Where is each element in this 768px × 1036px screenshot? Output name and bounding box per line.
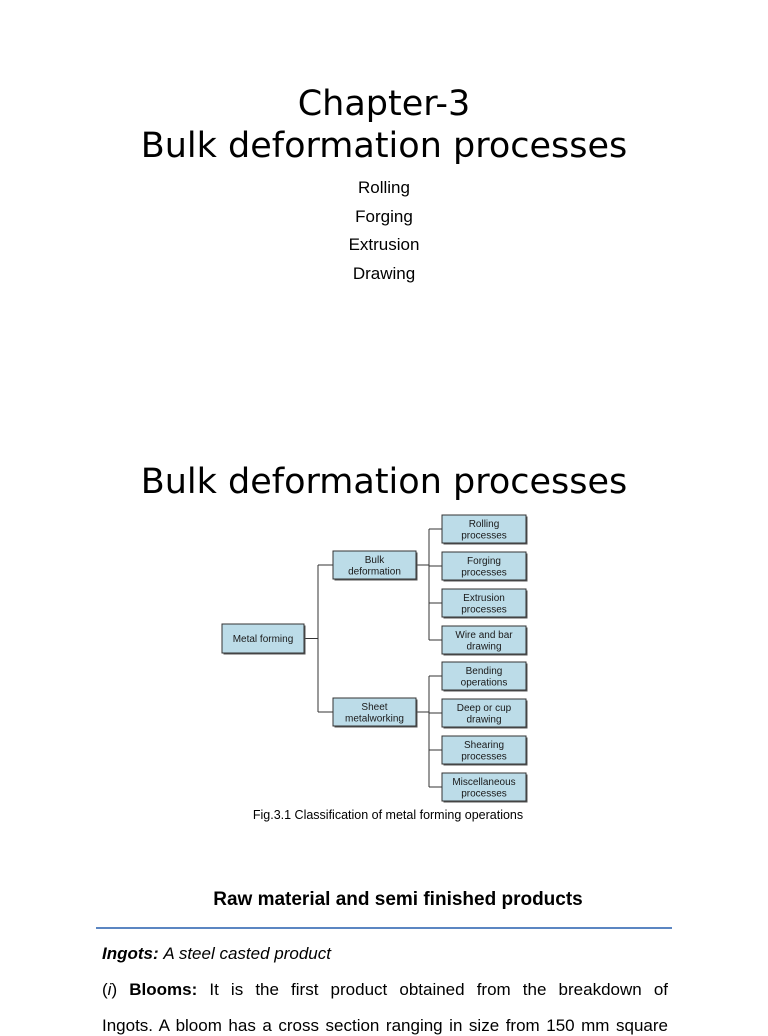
- blooms-paragraph-line-2: Ingots. A bloom has a cross section rang…: [102, 1016, 668, 1036]
- chapter-label: Chapter-3: [297, 84, 471, 124]
- node-shearing-processes-text: processes: [461, 751, 507, 762]
- topic-item-forging: Forging: [355, 206, 413, 226]
- ingots-paragraph: Ingots: A steel casted product: [102, 944, 668, 964]
- raw-material-heading: Raw material and semi finished products: [213, 889, 583, 910]
- chapter-title: Bulk deformation processes: [140, 126, 628, 166]
- node-forging-processes-text: processes: [461, 567, 507, 578]
- node-miscellaneous-processes-text: processes: [461, 788, 507, 799]
- blooms-text: It is the first product obtained from th…: [209, 980, 669, 999]
- ingots-label: Ingots:: [102, 944, 159, 963]
- node-rolling-processes-text: processes: [461, 530, 507, 541]
- node-extrusion-processes-text: processes: [461, 604, 507, 615]
- node-shearing-processes-text: Shearing: [464, 740, 504, 751]
- node-wire-and-bar-drawing-text: drawing: [466, 641, 501, 652]
- topic-list: Rolling Forging Extrusion Drawing: [0, 174, 768, 288]
- node-sheet-metalworking-text: metalworking: [345, 713, 404, 724]
- blooms-index: i: [107, 980, 112, 999]
- ingots-text: A steel casted product: [163, 944, 331, 963]
- blooms-text-2: Ingots. A bloom has a cross section rang…: [102, 1016, 668, 1035]
- blooms-paragraph: (i) Blooms: It is the first product obta…: [102, 980, 668, 1000]
- node-deep-or-cup-drawing-text: drawing: [466, 714, 501, 725]
- node-bulk-deformation-text: Bulk: [365, 555, 385, 566]
- figure-caption: Fig.3.1 Classification of metal forming …: [252, 808, 524, 822]
- node-extrusion-processes-text: Extrusion: [463, 593, 505, 604]
- node-miscellaneous-processes-text: Miscellaneous: [452, 777, 515, 788]
- classification-diagram: Metal formingBulkdeformationRollingproce…: [221, 514, 528, 803]
- node-forging-processes-text: Forging: [467, 556, 501, 567]
- node-rolling-processes-text: Rolling: [469, 519, 500, 530]
- topic-item-rolling: Rolling: [358, 178, 410, 197]
- node-bulk-deformation-text: deformation: [348, 566, 401, 577]
- blooms-label: Blooms:: [129, 980, 198, 999]
- node-sheet-metalworking-text: Sheet: [361, 702, 387, 713]
- metal-forming-node-text: Metal forming: [233, 634, 294, 645]
- node-wire-and-bar-drawing-text: Wire and bar: [455, 630, 513, 641]
- section-title: Bulk deformation processes: [140, 462, 628, 502]
- topic-item-drawing: Drawing: [352, 263, 416, 283]
- node-bending-operations-text: Bending: [466, 666, 503, 677]
- blooms-prefix: (: [102, 980, 108, 999]
- node-bending-operations-text: operations: [461, 677, 508, 688]
- topic-item-extrusion: Extrusion: [348, 235, 420, 255]
- metal-forming-node: Metal forming: [221, 623, 306, 655]
- heading-rule: [96, 927, 672, 929]
- blooms-suffix: ): [111, 980, 118, 999]
- node-deep-or-cup-drawing-text: Deep or cup: [457, 703, 512, 714]
